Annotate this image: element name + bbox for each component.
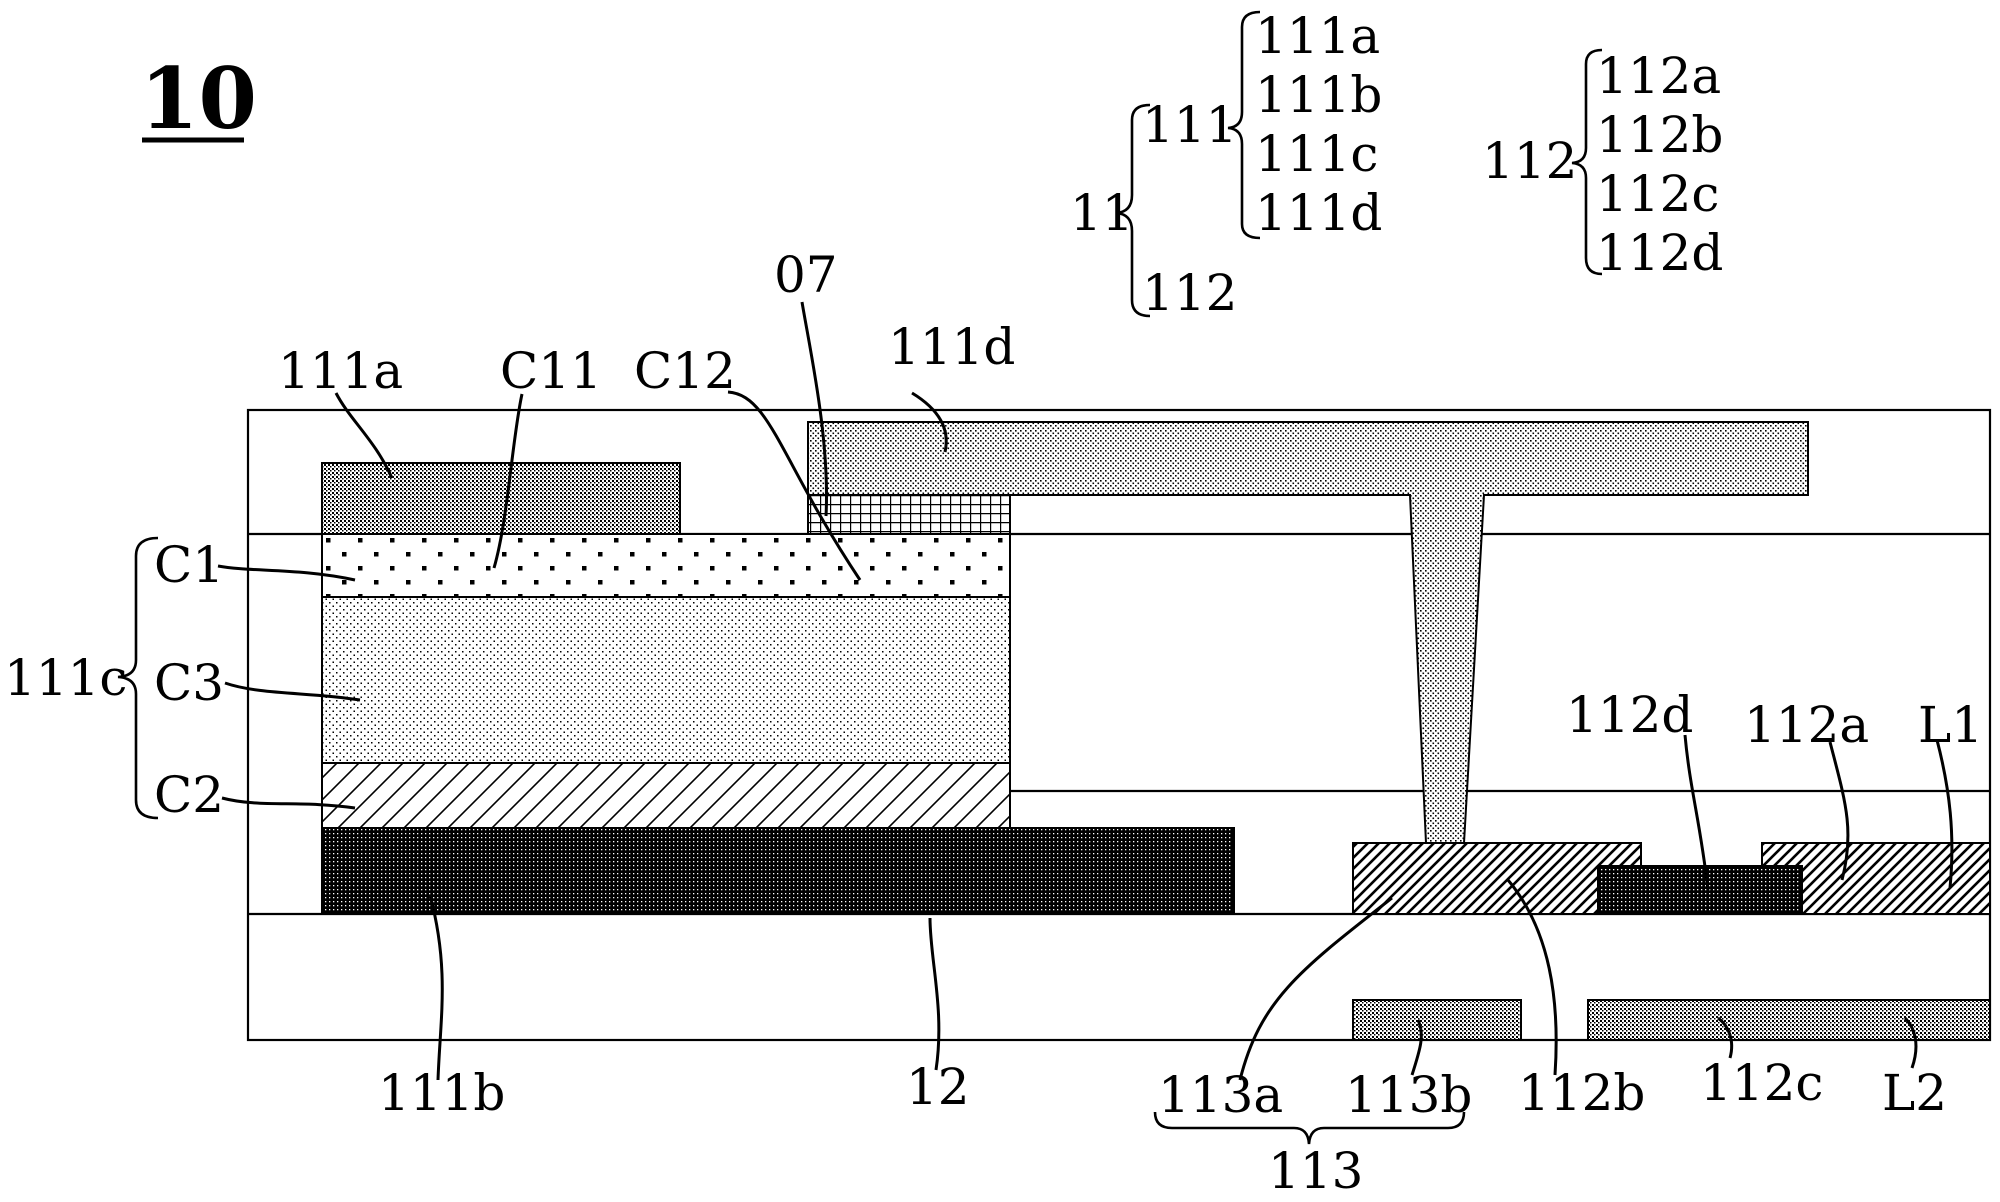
legend-111a: 111a <box>1255 7 1380 65</box>
legend-112d: 112d <box>1596 224 1723 282</box>
layer-112d <box>1597 865 1803 915</box>
label-c12: C12 <box>634 342 736 400</box>
legend-112c: 112c <box>1596 165 1719 223</box>
brace-111c <box>117 536 159 820</box>
legend-112: 112 <box>1142 264 1237 322</box>
label-112d: 112d <box>1566 686 1693 744</box>
brace-111 <box>1227 10 1261 240</box>
label-c1: C1 <box>154 536 224 594</box>
leader-c2 <box>221 796 356 810</box>
label-112c: 112c <box>1700 1054 1823 1112</box>
layer-c3 <box>321 596 1011 764</box>
leader-c3 <box>224 681 361 702</box>
leader-112b <box>1506 879 1558 1076</box>
label-c11: C11 <box>500 342 602 400</box>
leader-113b <box>1410 1019 1423 1076</box>
label-112b: 112b <box>1518 1064 1645 1122</box>
legend-112b: 112b <box>1596 106 1723 164</box>
label-07: 07 <box>774 246 838 304</box>
layer-112c <box>1587 999 1991 1041</box>
legend-111b: 111b <box>1255 66 1382 124</box>
legend-111c: 111c <box>1255 125 1378 183</box>
leader-07 <box>800 301 828 517</box>
label-113a: 113a <box>1158 1066 1283 1124</box>
leader-c12 <box>727 390 862 581</box>
layer-07 <box>807 494 1011 535</box>
legend-112-head: 112 <box>1482 132 1577 190</box>
leader-c11 <box>492 393 524 569</box>
label-111c: 111c <box>4 649 127 707</box>
legend-111: 111 <box>1142 96 1237 154</box>
layer-111b <box>321 827 1235 915</box>
leader-l1 <box>1935 739 1954 889</box>
label-113b: 113b <box>1345 1066 1472 1124</box>
leader-l2 <box>1903 1016 1918 1069</box>
leader-112d <box>1683 734 1710 891</box>
figure-title: 10 <box>140 49 257 148</box>
brace-11 <box>1115 103 1151 318</box>
brace-113 <box>1153 1111 1466 1145</box>
legend-112a: 112a <box>1596 47 1721 105</box>
leader-12 <box>928 917 941 1071</box>
leader-c1 <box>217 564 356 582</box>
layer-c2 <box>321 762 1011 829</box>
leader-111b <box>428 894 444 1081</box>
label-c2: C2 <box>154 766 224 824</box>
label-l1: L1 <box>1918 696 1983 754</box>
label-12: 12 <box>906 1058 970 1116</box>
layer-c1 <box>321 533 1011 598</box>
label-111b: 111b <box>378 1064 505 1122</box>
label-113: 113 <box>1268 1142 1363 1197</box>
layer-111a <box>321 462 681 535</box>
leader-112a <box>1828 741 1850 881</box>
label-111d: 111d <box>888 318 1015 376</box>
label-111a: 111a <box>278 342 403 400</box>
layer-113b <box>1352 999 1522 1041</box>
leader-111d <box>911 391 948 453</box>
brace-112 <box>1571 48 1603 276</box>
leader-111a <box>334 392 394 479</box>
label-l2: L2 <box>1882 1064 1947 1122</box>
legend-111d: 111d <box>1255 184 1382 242</box>
label-c3: C3 <box>154 654 224 712</box>
leader-112c <box>1717 1016 1734 1059</box>
leader-113a <box>1238 896 1393 1081</box>
legend-11: 11 <box>1070 184 1134 242</box>
label-112a: 112a <box>1744 696 1869 754</box>
